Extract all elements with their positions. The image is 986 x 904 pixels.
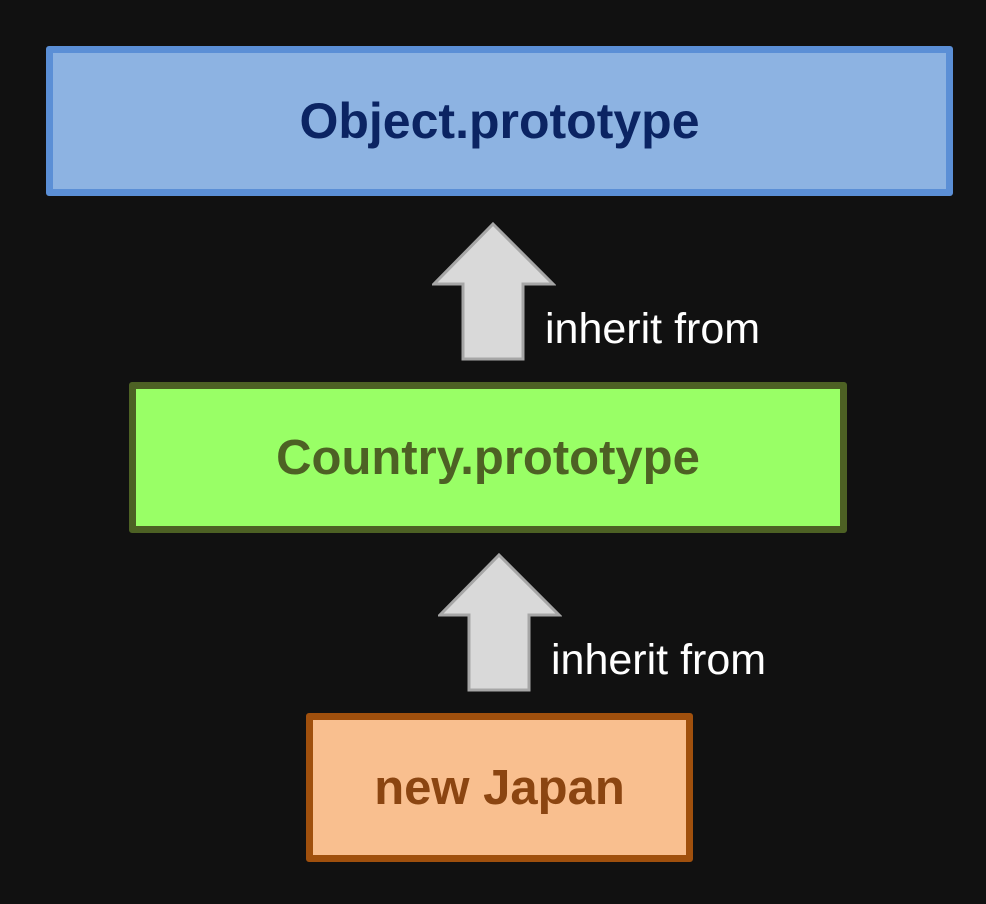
edge-label-1: inherit from [545, 305, 761, 353]
country-prototype-label: Country.prototype [276, 430, 700, 485]
new-japan-node: new Japan [306, 713, 693, 862]
object-prototype-node: Object.prototype [46, 46, 953, 196]
inherit-arrow-1 [432, 222, 556, 361]
edge-label-2: inherit from [551, 636, 767, 684]
new-japan-label: new Japan [374, 760, 625, 815]
country-prototype-node: Country.prototype [129, 382, 847, 533]
inherit-arrow-2 [438, 553, 562, 692]
object-prototype-label: Object.prototype [299, 93, 700, 149]
